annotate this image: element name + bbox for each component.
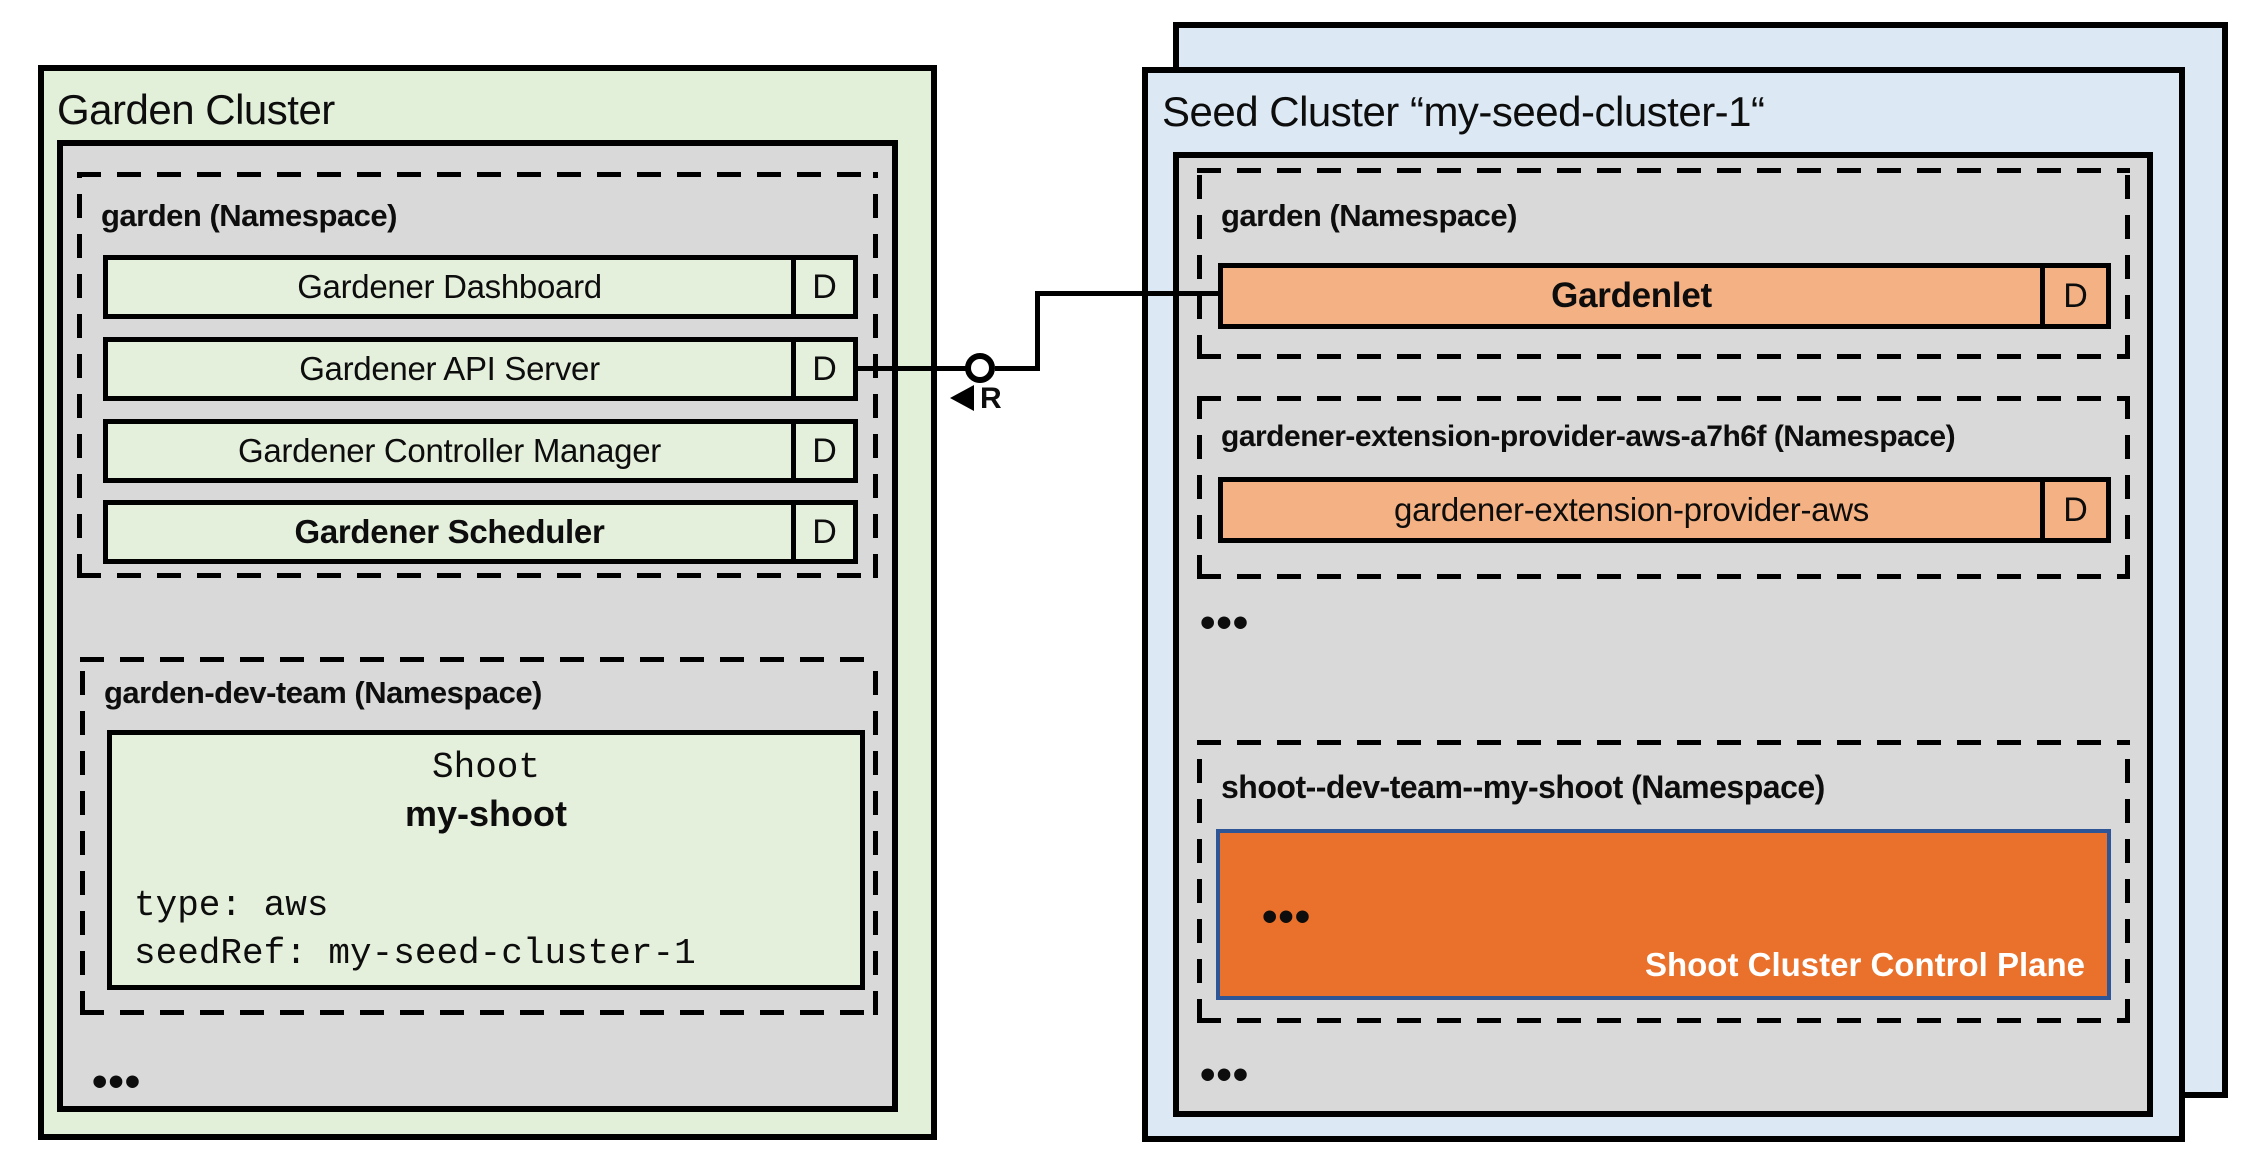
connector-line-mid <box>995 366 1040 371</box>
component-gardenlet: Gardenlet D <box>1218 263 2111 329</box>
component-gardener-dashboard: Gardener Dashboard D <box>103 255 858 319</box>
shoot-spec-seedref: seedRef: my-seed-cluster-1 <box>134 933 696 974</box>
shoot-name: my-shoot <box>405 793 567 834</box>
component-label: Gardener API Server <box>299 350 600 387</box>
connector-r-label: R <box>980 382 1002 415</box>
connector-line-vertical <box>1035 291 1040 371</box>
garden-cluster-title: Garden Cluster <box>57 86 335 133</box>
deployment-badge: D <box>791 342 853 396</box>
shoot-spec-type: type: aws <box>134 885 329 926</box>
interface-lollipop-icon <box>965 353 995 383</box>
component-label: gardener-extension-provider-aws <box>1394 491 1869 528</box>
component-gardener-scheduler: Gardener Scheduler D <box>103 500 858 564</box>
component-gardener-controller-manager: Gardener Controller Manager D <box>103 419 858 483</box>
shoot-kind: Shoot <box>431 747 541 788</box>
garden-more-ellipsis: ••• <box>92 1057 142 1106</box>
component-gardener-api-server: Gardener API Server D <box>103 337 858 401</box>
seed-cluster-title: Seed Cluster “my-seed-cluster-1“ <box>1162 88 1765 135</box>
seed-bottom-ellipsis: ••• <box>1200 1050 1250 1099</box>
deployment-badge: D <box>791 424 853 478</box>
deployment-badge: D <box>791 505 853 559</box>
deployment-badge: D <box>791 260 853 314</box>
seed-garden-namespace-label: garden (Namespace) <box>1221 198 1517 233</box>
connector-line-from-api-server <box>858 366 968 371</box>
control-plane-label: Shoot Cluster Control Plane <box>1644 946 2085 983</box>
deployment-badge: D <box>2040 482 2106 538</box>
deployment-badge: D <box>2040 268 2106 324</box>
control-plane-ellipsis: ••• <box>1262 892 1312 941</box>
direction-arrow-left-icon <box>950 385 974 411</box>
connector-line-to-gardenlet <box>1035 291 1222 296</box>
component-label: Gardener Scheduler <box>294 513 605 550</box>
garden-namespace-label: garden (Namespace) <box>101 198 397 233</box>
component-label: Gardenlet <box>1551 276 1712 315</box>
seed-extension-namespace-label: gardener-extension-provider-aws-a7h6f (N… <box>1221 420 1956 453</box>
component-label: Gardener Controller Manager <box>238 432 661 469</box>
seed-shoot-namespace-label: shoot--dev-team--my-shoot (Namespace) <box>1221 769 1825 805</box>
shoot-resource-card: Shoot my-shoot type: aws seedRef: my-see… <box>107 730 865 990</box>
component-label: Gardener Dashboard <box>297 268 602 305</box>
component-gardener-extension-provider-aws: gardener-extension-provider-aws D <box>1218 477 2111 543</box>
garden-dev-team-namespace-label: garden-dev-team (Namespace) <box>104 675 542 710</box>
shoot-cluster-control-plane-box: ••• Shoot Cluster Control Plane <box>1216 829 2111 1000</box>
seed-more-namespaces-ellipsis: ••• <box>1200 598 1250 647</box>
